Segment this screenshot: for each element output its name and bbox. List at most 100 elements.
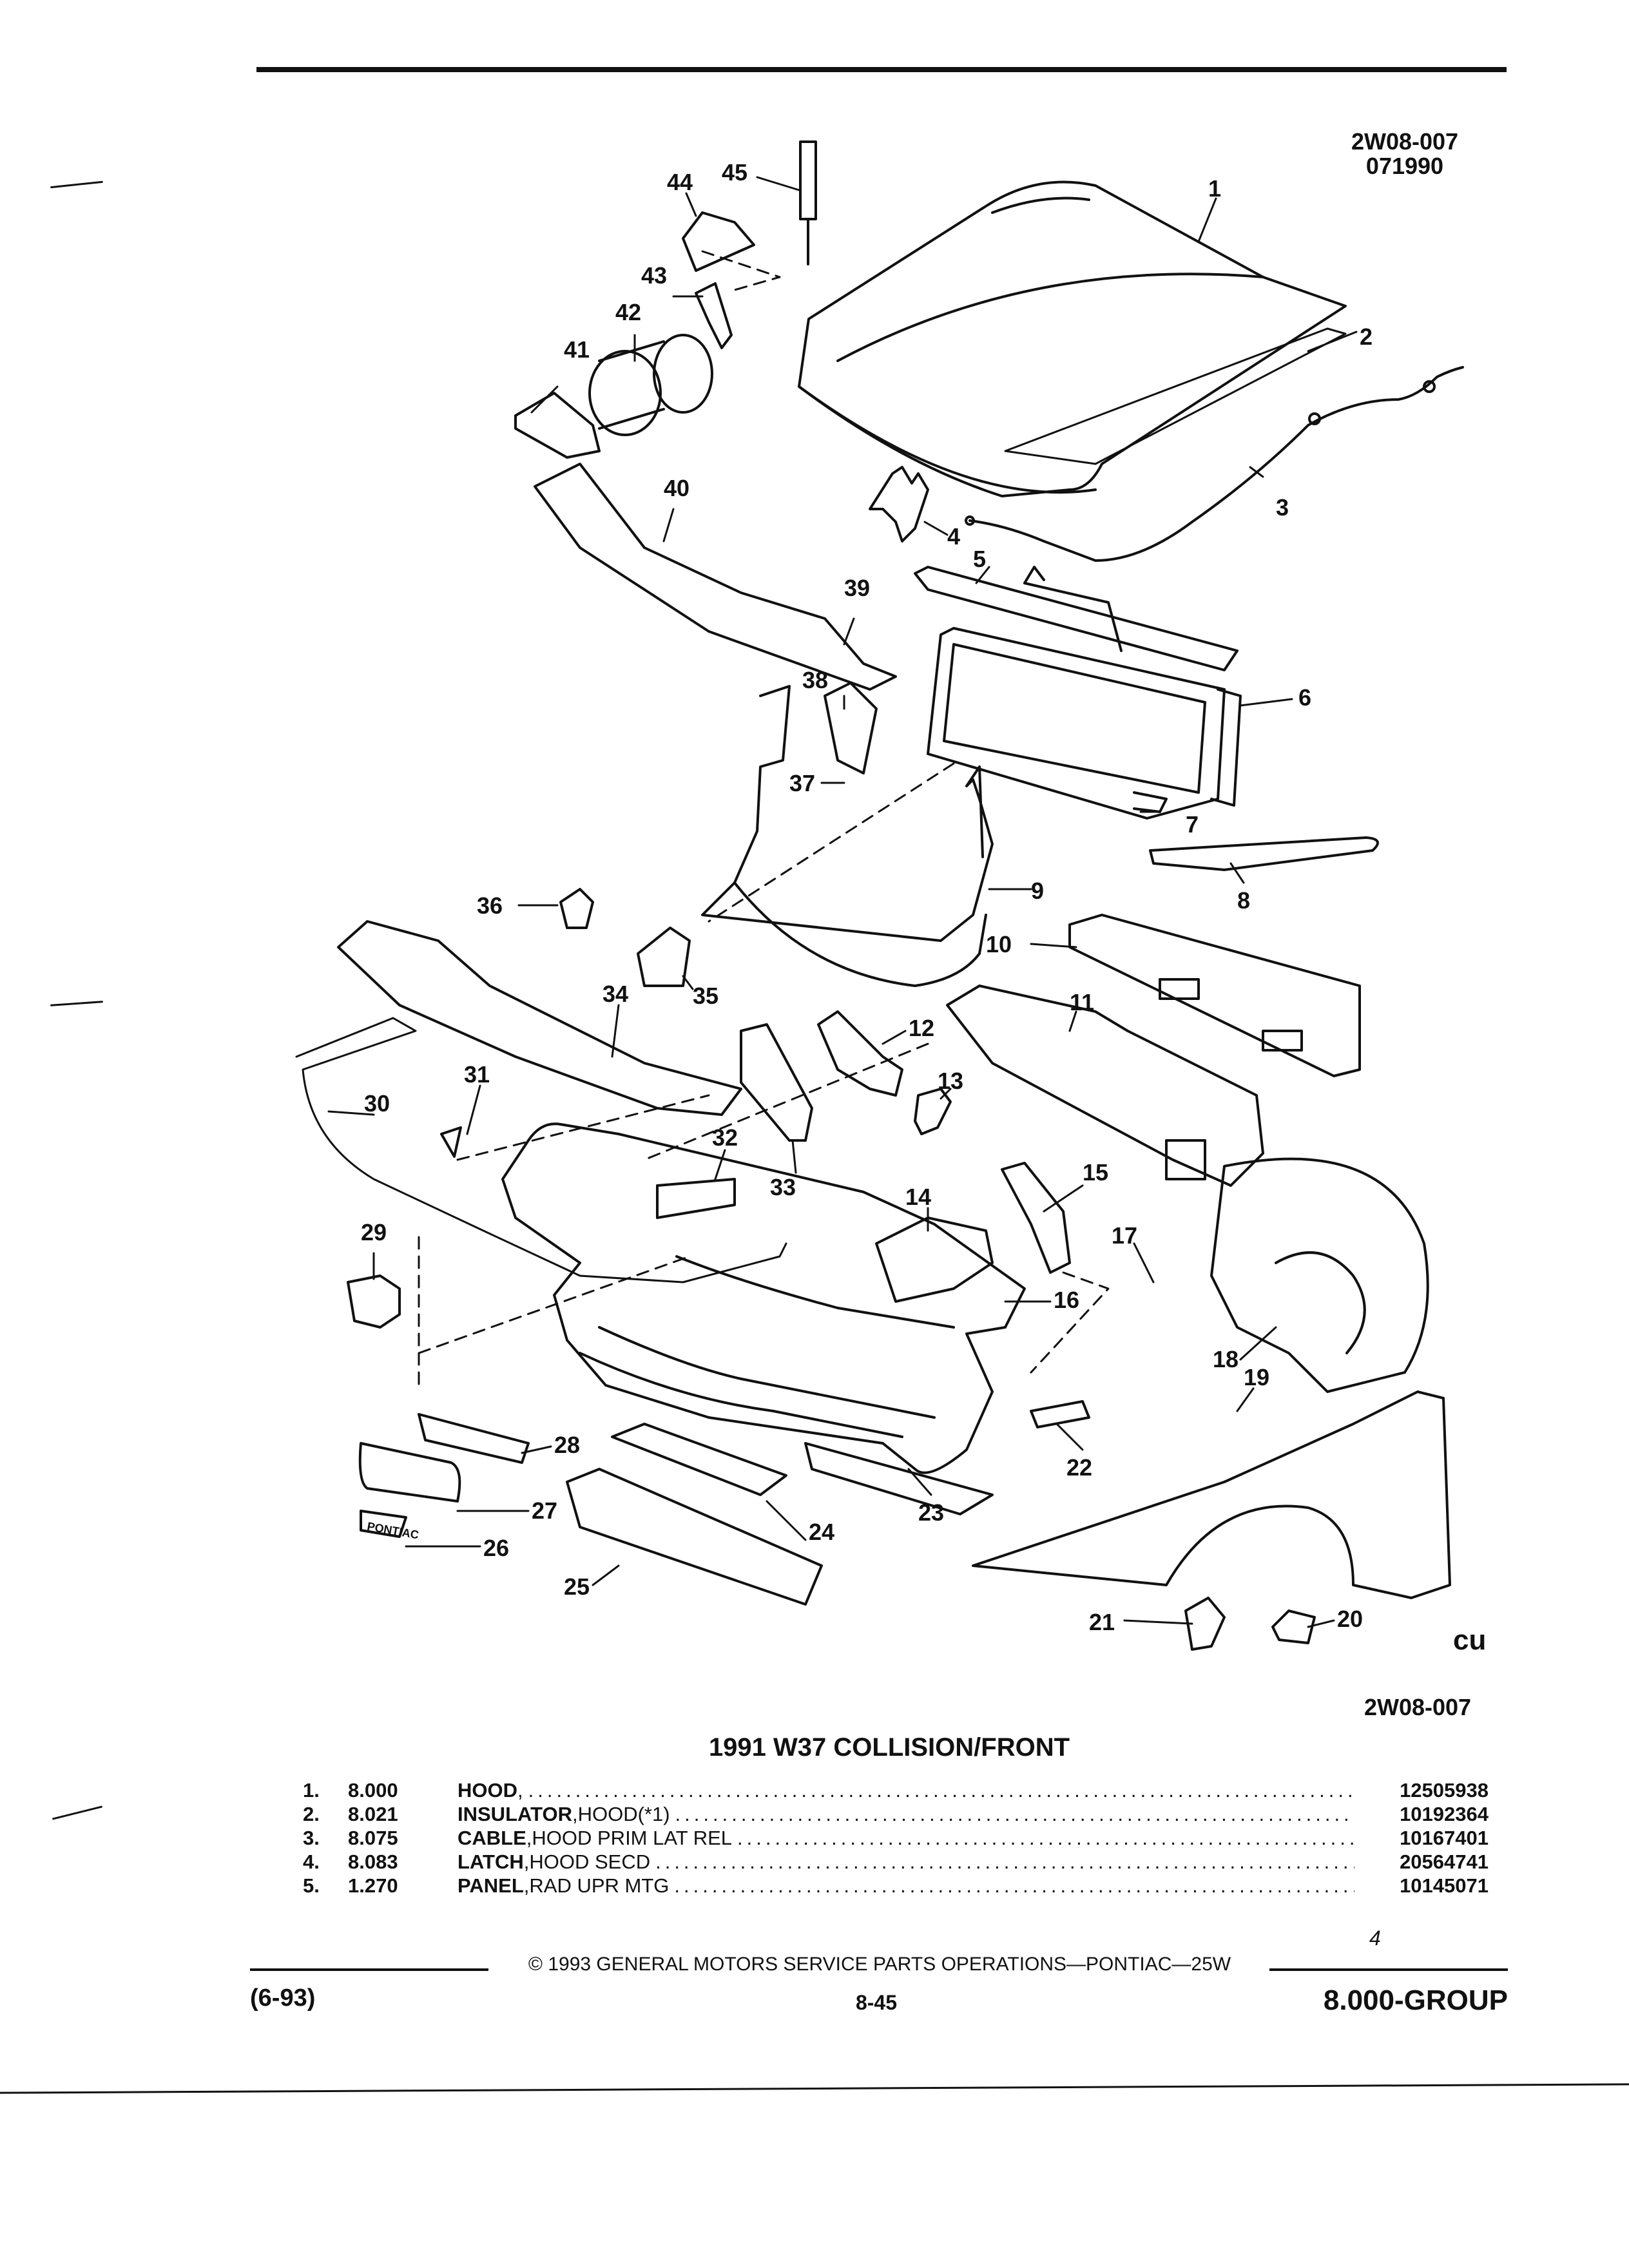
callout-2: 2 — [1360, 323, 1373, 350]
page-mark: 4 — [1369, 1927, 1381, 1950]
callout-30: 30 — [364, 1090, 390, 1117]
part-description: ,HOOD SECD — [523, 1850, 651, 1873]
part-number: 10167401 — [1400, 1827, 1489, 1849]
part-number: 10145071 — [1400, 1874, 1489, 1897]
callout-32: 32 — [712, 1124, 738, 1151]
group-code: 1.270 — [348, 1874, 398, 1897]
hood-cable-part — [965, 366, 1464, 562]
callout-1: 1 — [1208, 175, 1221, 202]
callout-39: 39 — [844, 575, 870, 601]
bracket-part — [559, 888, 594, 929]
part-name: CABLE — [458, 1827, 526, 1849]
footer-page-number: 8-45 — [855, 1991, 898, 2014]
fog-lamp-part — [347, 1274, 401, 1329]
footer-date: (6-93) — [250, 1984, 316, 2012]
callout-36: 36 — [477, 892, 503, 919]
exploded-parts-diagram: 1 2 3 4 5 6 7 8 9 10 11 12 13 14 15 16 1… — [295, 140, 1486, 1656]
item-number: 3. — [303, 1827, 320, 1849]
callout-14: 14 — [905, 1184, 931, 1210]
callout-19: 19 — [1244, 1364, 1269, 1390]
support-bar-part — [337, 920, 742, 1116]
bracket-part — [637, 927, 691, 987]
compressor-part — [588, 334, 713, 436]
pad-part — [611, 1423, 787, 1496]
part-description: , — [517, 1779, 523, 1802]
part-description: ,RAD UPR MTG — [523, 1874, 670, 1897]
group-code: 8.083 — [348, 1850, 398, 1873]
parts-row: 1. 8.000 HOOD , 12505938 — [303, 1778, 1489, 1802]
callout-8: 8 — [1237, 887, 1250, 914]
insulator-part — [1004, 327, 1347, 465]
footer-rule-left — [250, 1968, 488, 1971]
parts-row: 2. 8.021 INSULATOR ,HOOD(*1) 10192364 — [303, 1802, 1489, 1826]
margin-mark — [52, 1805, 103, 1820]
leader-dots — [528, 1778, 1354, 1802]
lamp-part — [740, 1023, 813, 1142]
footer-rule-right — [1269, 1968, 1508, 1971]
group-code: 8.000 — [348, 1779, 398, 1802]
callout-20: 20 — [1337, 1606, 1363, 1632]
part-number: 10192364 — [1400, 1803, 1489, 1825]
bracket-part — [824, 682, 878, 774]
drawing-code: 2W08-007 — [1351, 128, 1459, 155]
bracket-part — [656, 1178, 736, 1219]
callout-40: 40 — [664, 475, 689, 501]
callout-29: 29 — [361, 1219, 387, 1245]
bracket-part — [514, 392, 601, 459]
callout-37: 37 — [789, 770, 815, 796]
footer-copyright: © 1993 GENERAL MOTORS SERVICE PARTS OPER… — [528, 1954, 1231, 1975]
callout-26: 26 — [483, 1535, 509, 1561]
callout-41: 41 — [564, 336, 590, 363]
leader-dots — [674, 1874, 1354, 1898]
callout-45: 45 — [722, 159, 747, 186]
part-number: 12505938 — [1400, 1779, 1489, 1802]
item-number: 2. — [303, 1803, 320, 1825]
callout-17: 17 — [1112, 1222, 1137, 1249]
leader-dots — [737, 1826, 1354, 1850]
part-description: ,HOOD PRIM LAT REL — [526, 1827, 733, 1849]
part-number: 20564741 — [1400, 1850, 1489, 1873]
drawing-date-code: 071990 — [1365, 153, 1444, 179]
callout-38: 38 — [802, 667, 828, 693]
hinge-part — [682, 211, 755, 272]
molding-part — [295, 1017, 787, 1283]
callout-16: 16 — [1054, 1287, 1079, 1313]
bracket-part — [817, 1010, 903, 1097]
bracket-part — [1030, 1400, 1090, 1428]
grille-part — [418, 1413, 530, 1464]
bottom-edge-line — [0, 2083, 1629, 2094]
radiator-part — [927, 627, 1242, 820]
hood-latch-part — [869, 466, 929, 543]
hood-part — [798, 180, 1347, 497]
callout-25: 25 — [564, 1573, 590, 1600]
callout-34: 34 — [602, 981, 628, 1007]
callout-4: 4 — [947, 523, 960, 550]
grille-part — [358, 1442, 461, 1503]
clip-part — [440, 1126, 462, 1158]
callout-28: 28 — [554, 1432, 580, 1458]
parts-row: 5. 1.270 PANEL ,RAD UPR MTG 10145071 — [303, 1874, 1489, 1898]
support-part — [534, 463, 897, 691]
footer-group: 8.000-GROUP — [1323, 1984, 1508, 2016]
parts-row: 4. 8.083 LATCH ,HOOD SECD 20564741 — [303, 1850, 1489, 1874]
part-name: HOOD — [458, 1779, 517, 1802]
callout-10: 10 — [986, 931, 1012, 957]
callout-21: 21 — [1089, 1609, 1115, 1635]
callout-13: 13 — [938, 1068, 963, 1094]
callout-31: 31 — [464, 1061, 490, 1088]
callout-42: 42 — [615, 299, 641, 325]
emblem-part — [360, 1510, 407, 1538]
air-deflector-part — [701, 685, 994, 987]
bracket-part — [914, 1088, 952, 1135]
item-number: 4. — [303, 1850, 320, 1873]
bracket-part — [1271, 1610, 1316, 1644]
front-fascia-part — [501, 1122, 1026, 1515]
leader-dots — [675, 1802, 1354, 1826]
callout-22: 22 — [1066, 1454, 1092, 1481]
callout-44: 44 — [667, 169, 693, 195]
callout-27: 27 — [532, 1497, 557, 1524]
leader-lines — [327, 176, 1358, 1628]
part-name: PANEL — [458, 1874, 524, 1897]
callout-9: 9 — [1031, 878, 1044, 904]
bracket-part — [1184, 1597, 1226, 1651]
